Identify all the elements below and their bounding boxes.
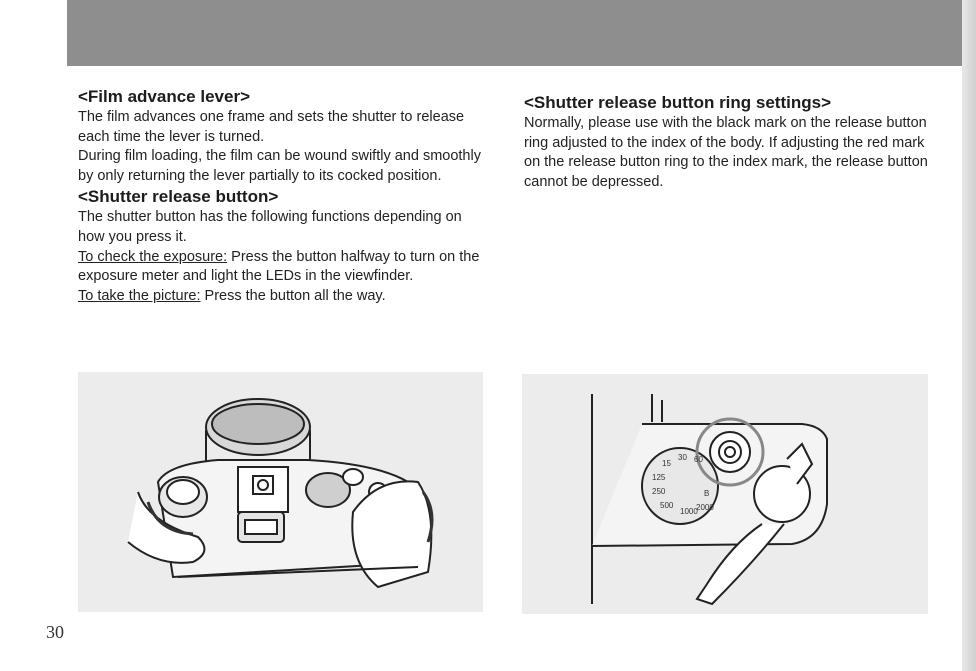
dial-number-125: 125 (652, 473, 666, 482)
header-band (67, 0, 976, 66)
left-column: <Film advance lever> The film advances o… (78, 86, 488, 306)
ring-settings-heading: <Shutter release button ring settings> (524, 93, 832, 112)
shutter-release-heading: <Shutter release button> (78, 187, 279, 207)
right-column: <Shutter release button ring settings> N… (524, 92, 934, 192)
check-exposure-label: To check the exposure: (78, 248, 228, 265)
dial-number-250: 250 (652, 487, 666, 496)
dial-number-60: 60 (694, 455, 703, 464)
dial-number-500: 500 (660, 501, 674, 510)
film-advance-heading: <Film advance lever> (78, 87, 250, 106)
film-advance-text-2: During film loading, the film can be wou… (78, 148, 481, 184)
camera-top-drawing (127, 398, 434, 589)
film-advance-text-1: The film advances one frame and sets the… (78, 109, 465, 145)
dial-number-30: 30 (678, 453, 687, 462)
film-advance-illustration (78, 372, 483, 612)
page-edge (962, 0, 976, 671)
release-ring-illustration: 15 30 60 125 250 500 1000 B 2000 (522, 374, 928, 614)
check-exposure-text: Press the button halfway to turn on the … (78, 248, 480, 285)
shutter-release-text: The shutter button has the following fun… (78, 209, 462, 245)
take-picture-text: Press the button all the way. (200, 287, 386, 304)
take-picture-label: To take the picture: (78, 287, 201, 304)
release-ring-drawing: 15 30 60 125 250 500 1000 B 2000 (591, 394, 828, 606)
dial-number-1000: 1000 (680, 507, 698, 516)
check-exposure-paragraph: To check the exposure: Press the button … (78, 248, 488, 287)
dial-label-b: B (704, 489, 709, 498)
page-number: 30 (46, 622, 64, 642)
dial-number-2000: 2000 (696, 503, 714, 512)
dial-number-15: 15 (662, 459, 671, 468)
ring-settings-text: Normally, please use with the black mark… (524, 115, 928, 190)
take-picture-paragraph: To take the picture: Press the button al… (78, 287, 488, 307)
